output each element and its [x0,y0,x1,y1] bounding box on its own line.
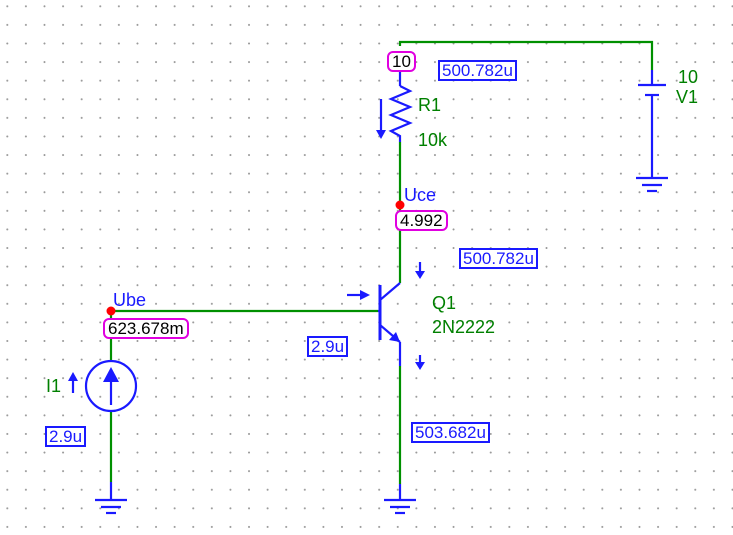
ground-symbol-q1 [384,484,416,515]
q1-emitter-arrow-head [389,332,400,342]
node-dot-ube[interactable] [106,306,116,316]
current-collector[interactable]: 500.782u [459,248,538,269]
r1-arrow-head [376,130,386,139]
node-label-uce: Uce [404,185,437,205]
v1-value: 10 [678,67,699,87]
node-dot-uce[interactable] [395,200,405,210]
current-base[interactable]: 2.9u [307,336,349,357]
r1-value: 10k [418,130,448,150]
r1-name: R1 [418,95,442,115]
r1-resistor[interactable] [388,85,413,142]
current-emitter[interactable]: 503.682u [411,422,490,443]
i1-arrow-head [103,367,119,382]
q1-model: 2N2222 [432,317,496,337]
q1-name: Q1 [432,293,457,313]
i1-current-source[interactable] [84,359,138,413]
current-i1[interactable]: 2.9u [45,426,87,447]
node-voltage-ube[interactable]: 623.678m [103,318,189,339]
node-voltage-uce[interactable]: 4.992 [395,210,448,231]
v1-name: V1 [676,87,699,107]
ground-symbol-i1 [95,482,127,515]
current-r1[interactable]: 500.782u [438,60,517,81]
q1-base-arrow-head [360,290,370,300]
wire-supply-top[interactable] [398,40,654,70]
q1-collector[interactable] [379,282,401,301]
node-voltage-supply[interactable]: 10 [387,51,416,72]
i1-name: I1 [46,376,62,396]
node-label-ube: Ube [113,290,147,310]
